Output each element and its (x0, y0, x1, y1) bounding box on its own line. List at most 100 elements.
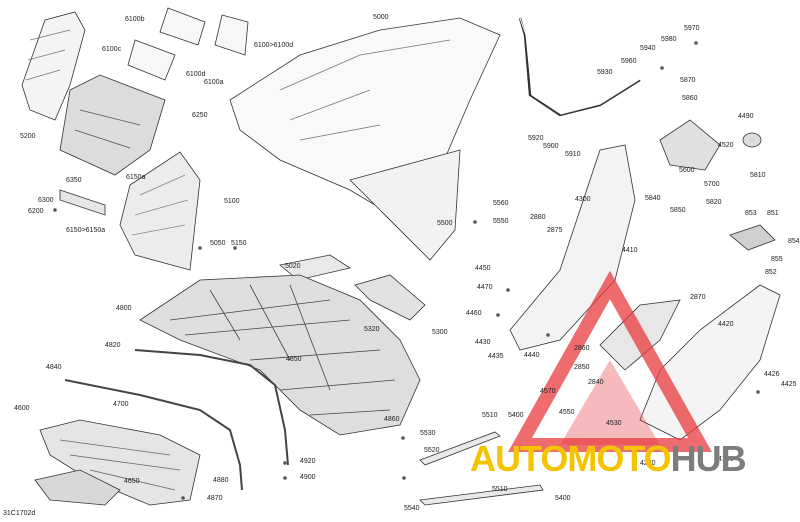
part-number-label: 5100 (224, 198, 240, 205)
part-number-label: 5150 (231, 240, 247, 247)
part-number-label: 5540 (404, 505, 420, 512)
part-number-label: 5400 (508, 412, 524, 419)
diagram-id: 31C1702d (3, 510, 36, 517)
part-number-label: 5910 (565, 151, 581, 158)
fastener (283, 461, 287, 465)
part-number-label: 4800 (116, 305, 132, 312)
part-number-label: 4650 (124, 478, 140, 485)
part-number-label: 852 (765, 269, 777, 276)
fastener (401, 436, 405, 440)
part-6250-storage-tray (59, 74, 166, 176)
part-number-label: 851 (767, 210, 779, 217)
part-5930-grab-handle (518, 17, 641, 117)
part-number-label: 5300 (432, 329, 448, 336)
part-number-label: 4520 (718, 142, 734, 149)
watermark-logo: AUTOMOTOHUB (470, 438, 747, 480)
part-number-label: 2840 (588, 379, 604, 386)
part-number-label: 6150a (126, 174, 146, 181)
fastener (694, 41, 698, 45)
part-number-label: 4426 (764, 371, 780, 378)
part-number-label: 4410 (622, 247, 638, 254)
part-number-label: 4430 (475, 339, 491, 346)
part-number-label: 5940 (640, 45, 656, 52)
part-number-label: 6100a (204, 79, 224, 86)
part-number-label: 4100 (718, 456, 734, 463)
part-5200-side-panel (21, 11, 86, 121)
part-number-label: 2860 (574, 345, 590, 352)
fastener (402, 476, 406, 480)
part-number-label: 5960 (621, 58, 637, 65)
part-number-label: 2870 (690, 294, 706, 301)
part-number-label: 5320 (364, 326, 380, 333)
part-number-label: 5870 (680, 77, 696, 84)
part-number-label: 4550 (559, 409, 575, 416)
fastener (660, 66, 664, 70)
fastener (53, 208, 57, 212)
part-5400-rod (419, 431, 501, 466)
part-number-label: 5530 (420, 430, 436, 437)
part-5700-mount (659, 119, 721, 171)
part-number-label: 2875 (547, 227, 563, 234)
part-number-label: 5500 (437, 220, 453, 227)
part-number-label: 5810 (750, 172, 766, 179)
part-number-label: 4300 (575, 196, 591, 203)
part-4600-bumper (39, 419, 201, 506)
part-number-label: 5000 (373, 14, 389, 21)
fastener (506, 288, 510, 292)
part-number-label: 6100c (102, 46, 122, 53)
part-number-label: 5600 (679, 167, 695, 174)
part-851-handle (729, 224, 776, 251)
fastener (181, 496, 185, 500)
fastener (496, 313, 500, 317)
part-number-label: 5510 (492, 486, 508, 493)
part-number-label: 5560 (493, 200, 509, 207)
part-number-label: 5860 (682, 95, 698, 102)
part-number-label: 854 (788, 238, 800, 245)
part-number-label: 4490 (738, 113, 754, 120)
fastener (546, 333, 550, 337)
part-number-label: 4880 (213, 477, 229, 484)
part-number-label: 4530 (606, 420, 622, 427)
part-number-label: 5920 (528, 135, 544, 142)
part-number-label: 6300 (38, 197, 54, 204)
part-number-label: 5200 (20, 133, 36, 140)
watermark-text-b: HUB (670, 438, 747, 479)
part-number-label: 4900 (300, 474, 316, 481)
part-number-label: 5820 (706, 199, 722, 206)
part-number-label: 4870 (207, 495, 223, 502)
part-number-label: 4440 (524, 352, 540, 359)
part-number-label: 4435 (488, 353, 504, 360)
fastener (756, 390, 760, 394)
part-number-label: 4850 (286, 356, 302, 363)
part-4650-lower-guard (34, 469, 121, 506)
part-number-label: 853 (745, 210, 757, 217)
part-5500-dashboard (349, 149, 461, 261)
part-4490-cap (742, 132, 762, 148)
part-6100c-panel (127, 39, 176, 81)
part-number-label: 855 (771, 256, 783, 263)
part-number-label: 4920 (300, 458, 316, 465)
watermark-triangle (508, 270, 712, 452)
part-5300-trim (354, 274, 426, 321)
part-number-label: 6350 (66, 177, 82, 184)
part-number-label: 5700 (704, 181, 720, 188)
part-number-label: 5400 (555, 495, 571, 502)
part-number-label: 4220 (640, 460, 656, 467)
part-number-label: 2880 (530, 214, 546, 221)
fastener (473, 220, 477, 224)
fastener (198, 246, 202, 250)
part-number-label: 6100d (186, 71, 206, 78)
part-number-label: 5510 (482, 412, 498, 419)
part-number-label: 4860 (384, 416, 400, 423)
fastener (283, 476, 287, 480)
part-number-label: 5850 (670, 207, 686, 214)
part-4840-tube (64, 379, 243, 491)
part-4820-tube (134, 349, 289, 466)
part-number-label: 5840 (645, 195, 661, 202)
part-number-label: 4570 (540, 388, 556, 395)
part-number-label: 2850 (574, 364, 590, 371)
part-number-label: 6200 (28, 208, 44, 215)
part-number-label: 6100b (125, 16, 145, 23)
